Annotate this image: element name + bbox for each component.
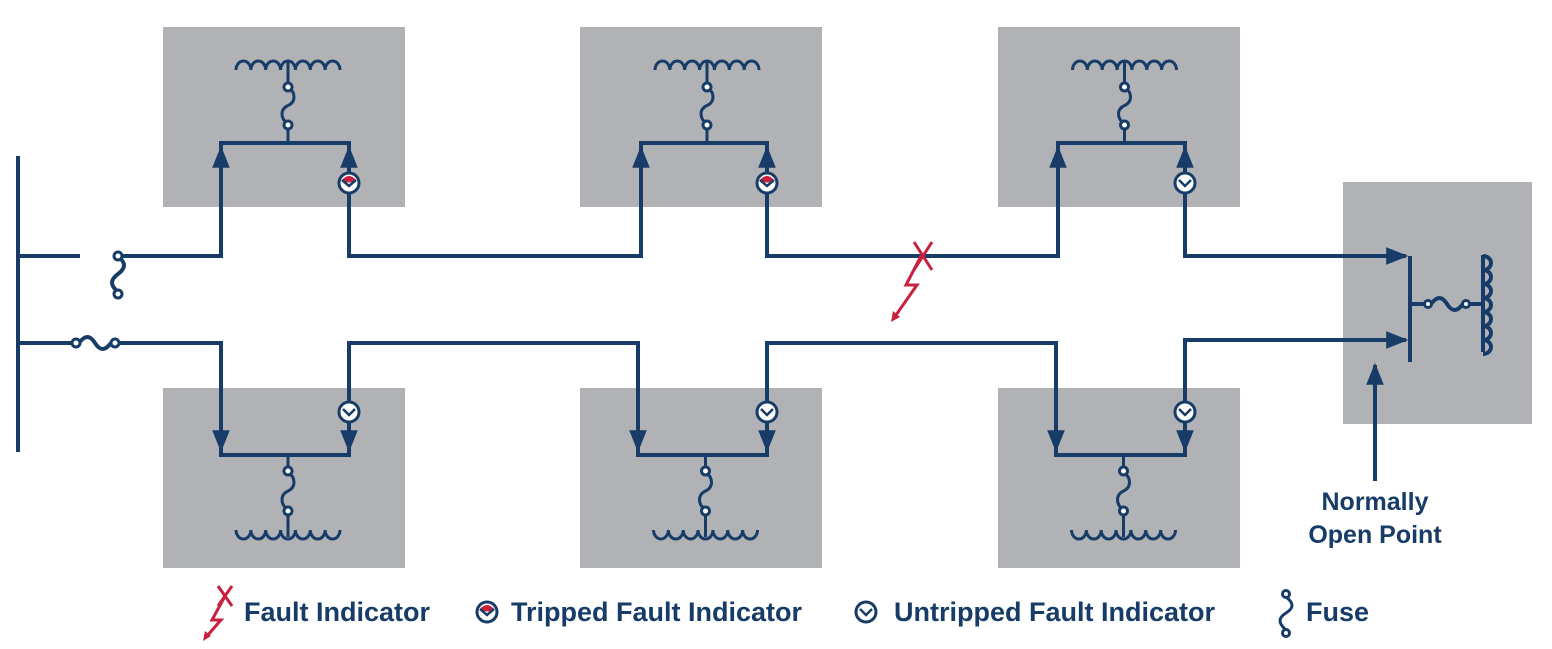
substation-upper-3 — [1071, 59, 1197, 195]
fuse-terminal — [282, 505, 294, 517]
substation-box-lower-3 — [998, 388, 1240, 568]
fuse-terminal — [1118, 505, 1129, 517]
legend-fault: Fault Indicator — [203, 585, 431, 641]
fuse-terminal — [1119, 119, 1130, 131]
nop-label-line2: Open Point — [1308, 521, 1442, 549]
fuse-icon — [280, 470, 296, 512]
substation-boxes — [163, 27, 1532, 568]
upper-feeder-line — [120, 141, 1385, 258]
fuse-terminal — [70, 337, 82, 349]
fault-bolt-icon — [205, 597, 226, 637]
untripped-indicator-icon — [755, 400, 779, 424]
untripped-indicator-icon — [854, 600, 878, 624]
fuse-terminal — [282, 465, 294, 477]
lower-feeder-line — [116, 338, 1385, 457]
substation-symbols — [234, 59, 1197, 541]
transformer-coil-icon — [1482, 254, 1493, 356]
transformer-coil-icon — [234, 529, 342, 541]
untripped-indicator-icon — [1173, 400, 1197, 424]
nop-substation-box — [1343, 182, 1532, 424]
tripped-indicator-icon — [755, 171, 779, 195]
fuse-terminal — [1423, 299, 1433, 309]
transformer-coil-icon — [1070, 529, 1177, 541]
fuse-terminal — [282, 119, 294, 131]
fuse-icon — [1429, 296, 1465, 312]
nop-label-line1: Normally — [1322, 488, 1429, 516]
legend-fuse: Fuse — [1278, 589, 1369, 638]
substation-lower-3 — [1070, 400, 1197, 541]
fuse-terminal — [701, 119, 713, 131]
fuse-icon — [1117, 85, 1132, 126]
fuse-icon — [1278, 595, 1294, 632]
substation-upper-2 — [653, 59, 779, 195]
fuse-terminal — [112, 288, 124, 300]
tripped-indicator-icon — [337, 171, 361, 195]
fuse-icon — [1116, 470, 1131, 512]
substation-lower-1 — [234, 400, 361, 541]
legend-tripped: Tripped Fault Indicator — [475, 597, 803, 627]
transformer-coil-icon — [234, 59, 342, 71]
transformer-coil-icon — [1071, 59, 1178, 71]
fuse-icon — [699, 85, 715, 126]
fuse-terminal — [700, 505, 711, 517]
substation-box-lower-2 — [580, 388, 822, 568]
legend-untripped: Untripped Fault Indicator — [854, 597, 1215, 627]
fuse-icon — [77, 335, 113, 351]
fuse-icon — [698, 470, 713, 512]
fuse-icon — [110, 254, 126, 294]
fuse-terminal — [282, 81, 294, 93]
legend-tripped-label: Tripped Fault Indicator — [511, 597, 803, 627]
fault-bolt-icon — [894, 255, 923, 316]
tripped-indicator-icon — [475, 600, 499, 624]
untripped-indicator-icon — [854, 600, 878, 624]
untripped-indicator-icon — [337, 400, 361, 424]
fuse-terminal — [1119, 81, 1130, 93]
fuse-terminal — [1118, 465, 1129, 477]
fuse-terminal — [112, 250, 124, 262]
fuse-terminal — [701, 81, 713, 93]
fuse-icon — [280, 85, 296, 126]
substation-lower-2 — [652, 400, 779, 541]
legend-fault-label: Fault Indicator — [244, 597, 431, 627]
substation-upper-1 — [234, 59, 361, 195]
legend-fuse-label: Fuse — [1306, 597, 1369, 627]
fault-marker — [891, 241, 934, 322]
fuse-terminal — [109, 337, 121, 349]
legend-untripped-label: Untripped Fault Indicator — [894, 597, 1215, 627]
transformer-coil-icon — [652, 529, 759, 541]
substation-box-lower-1 — [163, 388, 405, 568]
legend: Fault Indicator Tripped Fault Indicator … — [203, 585, 1369, 641]
untripped-indicator-icon — [1173, 171, 1197, 195]
tripped-indicator-icon — [475, 600, 499, 624]
fuse-terminal — [1461, 299, 1471, 309]
fuse-terminal — [700, 465, 711, 477]
